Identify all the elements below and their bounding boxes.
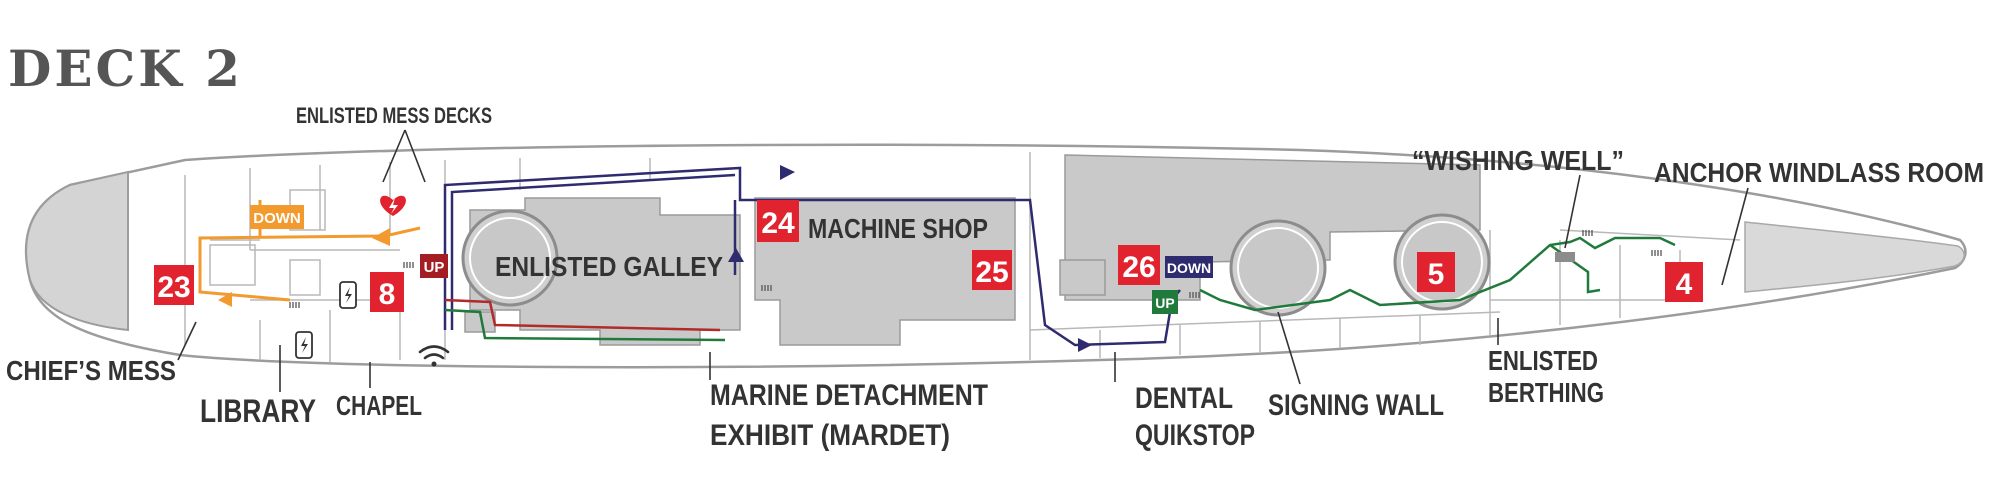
direction-arrow-icon xyxy=(1078,338,1092,352)
label-berthing-line2: BERTHING xyxy=(1488,377,1604,408)
label-mardet-line1: MARINE DETACHMENT xyxy=(710,379,988,412)
label-anchor-windlass-room: ANCHOR WINDLASS ROOM xyxy=(1654,157,1984,188)
label-chapel: CHAPEL xyxy=(336,390,422,421)
marker-26[interactable]: 26 xyxy=(1118,245,1160,285)
direction-arrow-icon xyxy=(780,165,795,180)
label-library: LIBRARY xyxy=(200,393,316,429)
svg-text:8: 8 xyxy=(379,278,396,311)
svg-text:26: 26 xyxy=(1122,251,1155,284)
interior-walls xyxy=(184,152,1741,362)
svg-text:UP: UP xyxy=(1155,295,1174,311)
direction-arrow-icon xyxy=(218,292,232,307)
label-enlisted-galley: ENLISTED GALLEY xyxy=(495,251,723,282)
stern-section xyxy=(25,170,129,332)
stair-down-navy[interactable]: DOWN xyxy=(1165,256,1213,278)
aed-heart-icon[interactable] xyxy=(380,195,406,216)
bow-section xyxy=(1744,221,1965,293)
deck-title: DECK 2 xyxy=(8,39,243,98)
label-dental-line2: QUIKSTOP xyxy=(1135,419,1255,452)
stairs-icon xyxy=(289,230,1662,308)
marker-24[interactable]: 24 xyxy=(757,200,799,242)
marker-8[interactable]: 8 xyxy=(370,272,404,312)
label-wishing-well: “WISHING WELL” xyxy=(1412,145,1624,176)
marker-23[interactable]: 23 xyxy=(154,265,194,305)
label-enlisted-mess-decks: ENLISTED MESS DECKS xyxy=(296,103,492,128)
label-berthing-line1: ENLISTED xyxy=(1488,345,1598,376)
stair-up-red[interactable]: UP xyxy=(420,254,448,278)
label-dental-line1: DENTAL xyxy=(1135,382,1233,415)
marker-25[interactable]: 25 xyxy=(972,250,1012,290)
svg-text:5: 5 xyxy=(1428,258,1445,291)
label-chiefs-mess: CHIEF’S MESS xyxy=(6,355,176,386)
direction-arrow-icon xyxy=(372,228,390,246)
svg-text:4: 4 xyxy=(1676,268,1693,301)
label-machine-shop: MACHINE SHOP xyxy=(808,213,988,244)
direction-arrow-icon xyxy=(728,248,744,262)
svg-text:23: 23 xyxy=(157,271,190,304)
stair-up-green[interactable]: UP xyxy=(1152,290,1178,314)
marker-5[interactable]: 5 xyxy=(1417,252,1455,292)
charging-station-icon[interactable] xyxy=(339,281,357,309)
route-red xyxy=(444,298,721,332)
leader-lines xyxy=(177,129,1749,392)
wifi-icon[interactable] xyxy=(418,345,450,367)
marker-4[interactable]: 4 xyxy=(1665,262,1703,302)
route-navy xyxy=(443,166,1181,347)
wishing-well-marker xyxy=(1555,252,1575,262)
svg-text:24: 24 xyxy=(761,207,795,240)
svg-text:UP: UP xyxy=(424,259,445,276)
svg-text:DOWN: DOWN xyxy=(1167,260,1211,276)
svg-text:25: 25 xyxy=(975,256,1008,289)
charging-station-icon[interactable] xyxy=(295,331,313,359)
svg-text:DOWN: DOWN xyxy=(253,210,301,227)
label-mardet-line2: EXHIBIT (MARDET) xyxy=(710,419,950,452)
label-signing-wall: SIGNING WALL xyxy=(1268,389,1444,422)
stair-down-orange[interactable]: DOWN xyxy=(250,205,304,229)
